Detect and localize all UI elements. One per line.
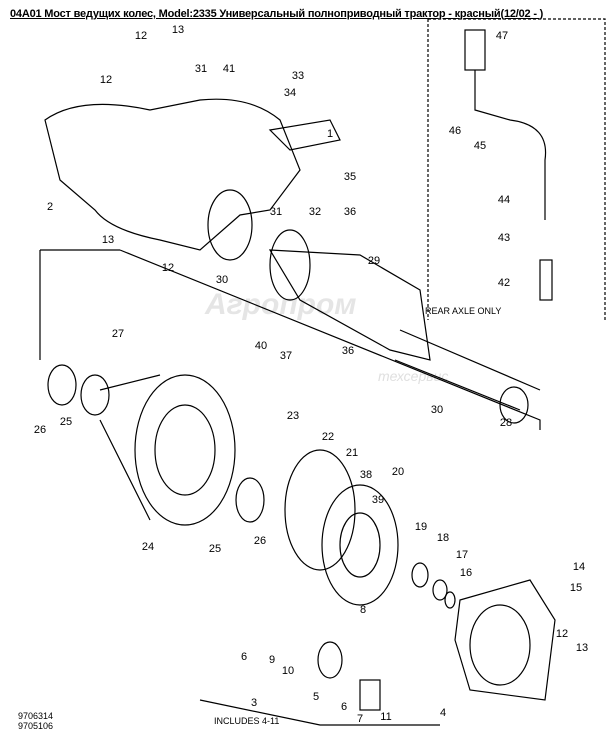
- watermark-logo-sub: техсервис: [378, 368, 449, 384]
- callout: 18: [436, 532, 450, 544]
- callout: 36: [343, 206, 357, 218]
- callout: 34: [283, 87, 297, 99]
- callout: 12: [134, 30, 148, 42]
- callout: 35: [343, 171, 357, 183]
- callout: 36: [341, 345, 355, 357]
- callout: 12: [161, 262, 175, 274]
- diagram-title: 04A01 Мост ведущих колес, Model:2335 Уни…: [10, 8, 544, 20]
- callout: 41: [222, 63, 236, 75]
- callout: 26: [253, 535, 267, 547]
- figure-number: 9706314: [18, 711, 54, 721]
- callout: 42: [497, 277, 511, 289]
- callout: 13: [101, 234, 115, 246]
- callout: 21: [345, 447, 359, 459]
- callout: 1: [326, 128, 334, 140]
- callout: 40: [254, 340, 268, 352]
- rear-axle-note: REAR AXLE ONLY: [425, 306, 502, 316]
- callout: 39: [371, 494, 385, 506]
- callout: 8: [359, 604, 367, 616]
- callout: 11: [380, 711, 392, 723]
- callout: 31: [269, 206, 283, 218]
- callout: 4: [439, 707, 447, 719]
- callout: 5: [312, 691, 320, 703]
- callout: 12: [555, 628, 569, 640]
- callout: 37: [279, 350, 293, 362]
- callout: 29: [367, 255, 381, 267]
- includes-note: INCLUDES 4-11: [214, 716, 280, 726]
- callout: 2: [46, 201, 54, 213]
- callout: 6: [240, 651, 248, 663]
- callout: 25: [208, 543, 222, 555]
- callout: 30: [215, 274, 229, 286]
- callout: 6: [340, 701, 348, 713]
- callout: 9: [268, 654, 276, 666]
- callout: 10: [281, 665, 295, 677]
- callout: 30: [430, 404, 444, 416]
- callout: 15: [569, 582, 583, 594]
- callout: 19: [414, 521, 428, 533]
- callout: 20: [391, 466, 405, 478]
- callout: 32: [308, 206, 322, 218]
- callout: 38: [359, 469, 373, 481]
- callout: 28: [499, 417, 513, 429]
- callout: 16: [459, 567, 473, 579]
- figure-number: 9705106: [18, 721, 54, 731]
- figure-numbers: 9706314 9705106: [18, 711, 53, 731]
- callout: 27: [111, 328, 125, 340]
- callout: 25: [59, 416, 73, 428]
- callout: 44: [497, 194, 511, 206]
- callout: 22: [321, 431, 335, 443]
- callout: 3: [250, 697, 258, 709]
- callout: 24: [141, 541, 155, 553]
- callout: 7: [356, 713, 364, 725]
- callout: 14: [572, 561, 586, 573]
- callout: 17: [455, 549, 469, 561]
- callout: 46: [448, 125, 462, 137]
- callout: 23: [286, 410, 300, 422]
- callout: 12: [99, 74, 113, 86]
- callout: 47: [495, 30, 509, 42]
- callout: 31: [194, 63, 208, 75]
- callout: 13: [575, 642, 589, 654]
- callout: 13: [171, 24, 185, 36]
- callout: 43: [497, 232, 511, 244]
- callout: 45: [473, 140, 487, 152]
- callout: 26: [33, 424, 47, 436]
- callout: 33: [291, 70, 305, 82]
